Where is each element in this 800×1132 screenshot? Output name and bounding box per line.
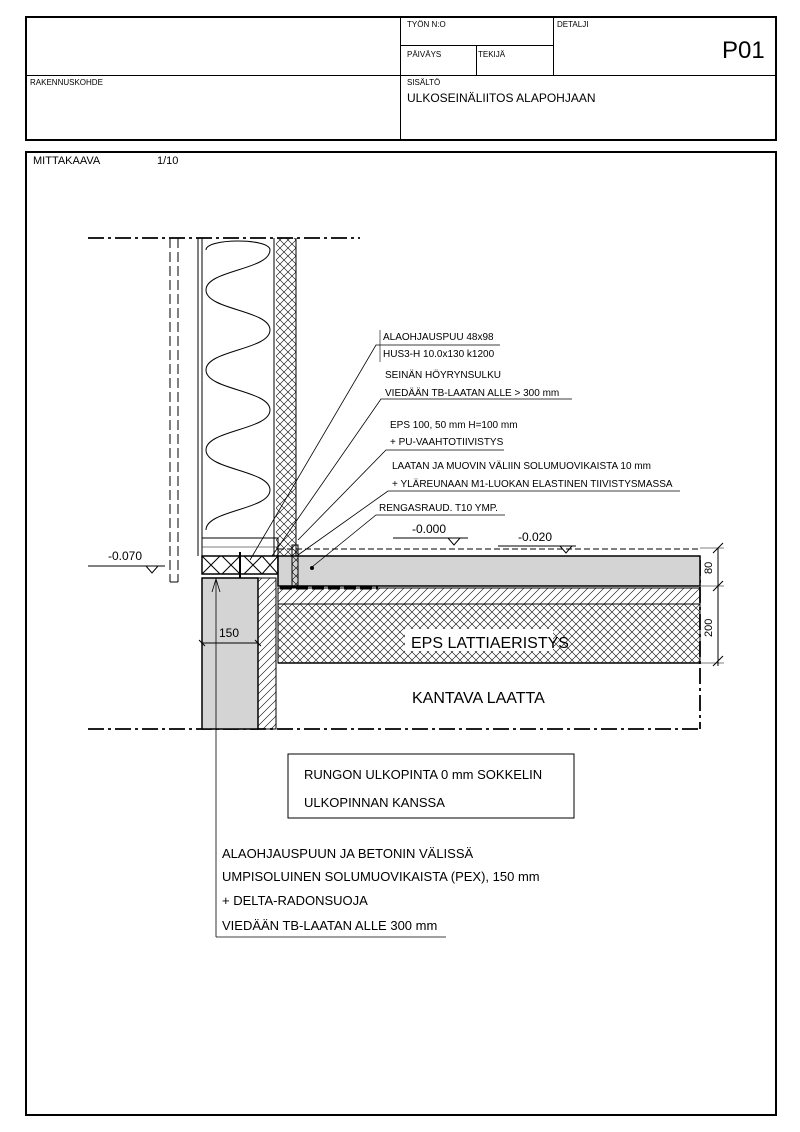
- dimension-80: 80: [703, 562, 715, 574]
- plinth-insulation: [257, 577, 277, 730]
- eps-layer-upper: [277, 587, 701, 605]
- bottom-note-line-3: + DELTA-RADONSUOJA: [222, 893, 368, 908]
- bottom-note-arrow: [211, 577, 221, 593]
- note-box-line-2: ULKOPINNAN KANSSA: [304, 795, 445, 810]
- title-block-divider: [26, 75, 776, 76]
- kantava-layer-label: KANTAVA LAATTA: [412, 690, 545, 707]
- bottom-note-line-2: UMPISOLUINEN SOLUMUOVIKAISTA (PEX), 150 …: [222, 869, 540, 884]
- tekija-label: TEKIJÄ: [478, 50, 506, 59]
- dimension-150: 150: [219, 626, 239, 640]
- sisalto-label: SISÄLTÖ: [407, 78, 441, 87]
- paivays-label: PÄIVÄYS: [407, 50, 442, 59]
- title-block-divider: [401, 45, 553, 46]
- level-020-text: -0.020: [518, 530, 552, 544]
- detail-id: P01: [722, 37, 765, 64]
- eps-layer-label: EPS LATTIAERISTYS: [411, 635, 569, 652]
- rakennuskohde-label: RAKENNUSKOHDE: [30, 78, 103, 87]
- note-box: [287, 753, 575, 819]
- annotation-alaohjauspuu-2: HUS3-H 10.0x130 k1200: [383, 349, 495, 360]
- dimension-200: 200: [703, 619, 715, 637]
- bottom-note-line-4: VIEDÄÄN TB-LAATAN ALLE 300 mm: [222, 918, 437, 933]
- annotation-laatan-1: LAATAN JA MUOVIN VÄLIIN SOLUMUOVIKAISTA …: [392, 460, 651, 472]
- annotation-alaohjauspuu-1: ALAOHJAUSPUU 48x98: [383, 332, 494, 343]
- floor-slab: [277, 555, 701, 587]
- title-block-divider: [400, 17, 401, 140]
- note-box-line-1: RUNGON ULKOPINTA 0 mm SOKKELIN: [304, 767, 542, 782]
- leader-lines: [249, 344, 680, 568]
- title-block-divider: [476, 46, 477, 75]
- annotation-eps-2: + PU-VAAHTOTIIVISTYS: [390, 437, 504, 448]
- bottom-plate-hatch: [201, 555, 279, 575]
- annotation-laatan-2: + YLÄREUNAAN M1-LUOKAN ELASTINEN TIIVIST…: [392, 478, 673, 490]
- bottom-note-line-1: ALAOHJAUSPUUN JA BETONIN VÄLISSÄ: [222, 846, 473, 861]
- level-070-text: -0.070: [108, 549, 142, 563]
- annotation-hoyrynsulku-2: VIEDÄÄN TB-LAATAN ALLE > 300 mm: [385, 387, 559, 399]
- annotation-eps-1: EPS 100, 50 mm H=100 mm: [390, 420, 518, 431]
- inner-lining-hatch: [276, 238, 296, 556]
- title-block-divider: [553, 17, 554, 75]
- foundation-wall: [201, 577, 259, 730]
- drawing-frame: [25, 151, 777, 1116]
- title-block: [25, 16, 777, 141]
- edge-insulation-strip: [291, 544, 299, 588]
- tyon-no-label: TYÖN N:O: [407, 20, 446, 29]
- detalji-label: DETALJI: [557, 20, 589, 29]
- level-0-text: -0.000: [412, 522, 446, 536]
- annotation-rengasraud: RENGASRAUD. T10 YMP.: [379, 503, 498, 514]
- wall-insulation-hatch: [205, 240, 271, 531]
- scale-value: 1/10: [157, 155, 179, 167]
- annotation-hoyrynsulku-1: SEINÄN HÖYRYNSULKU: [385, 369, 501, 381]
- ring-reinforcement: [310, 566, 314, 570]
- sisalto-value: ULKOSEINÄLIITOS ALAPOHJAAN: [407, 91, 596, 105]
- scale-label: MITTAKAAVA: [33, 155, 101, 167]
- eps-label-bg: [405, 629, 553, 651]
